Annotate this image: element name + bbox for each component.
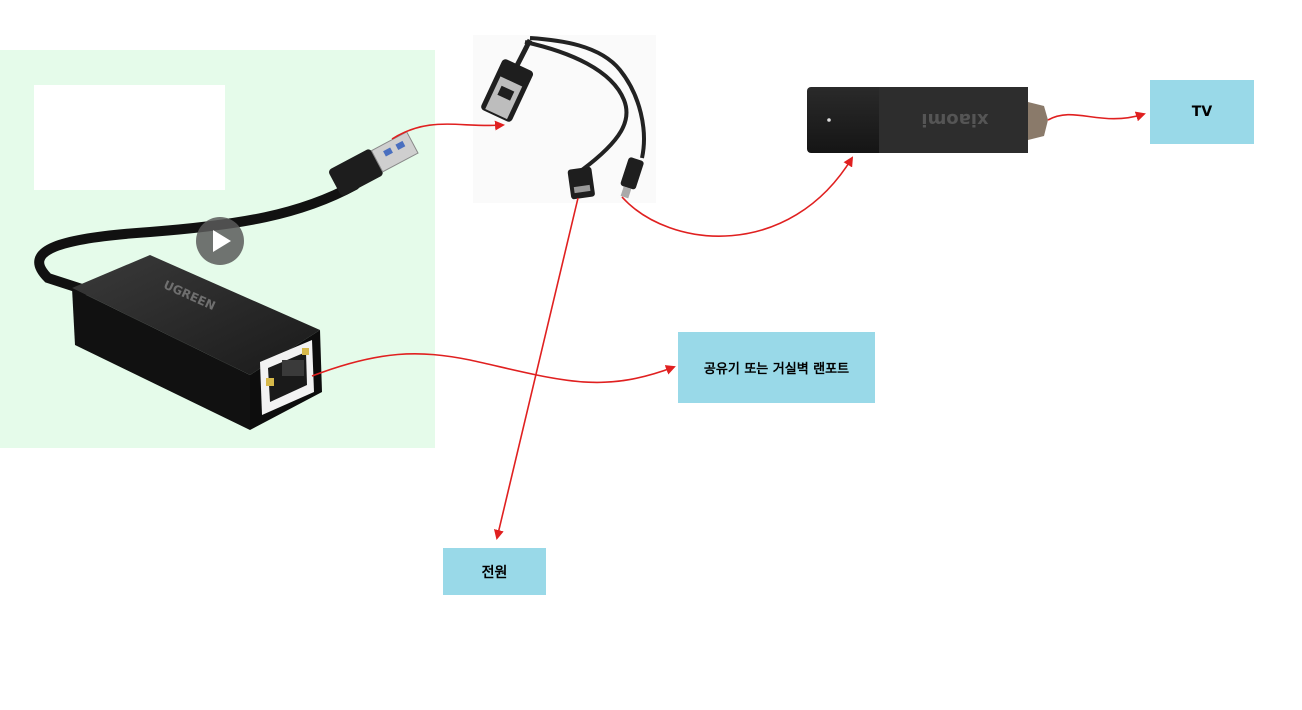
power-label: 전원 (481, 564, 508, 581)
arrow-otg-to-power (493, 197, 579, 540)
lan-port-label-box: 공유기 또는 거실벽 랜포트 (678, 332, 875, 403)
lan-port-label: 공유기 또는 거실벽 랜포트 (703, 362, 850, 377)
play-icon[interactable] (196, 217, 244, 265)
power-label-box: 전원 (443, 548, 546, 595)
stick-brand-label: xiaomi (921, 109, 988, 130)
arrow-adapter-to-lan (311, 353, 676, 384)
arrow-otg-to-stick (621, 156, 854, 237)
tv-label-box: TV (1150, 80, 1254, 144)
arrow-stick-to-tv (1047, 111, 1146, 122)
arrow-usb-to-otg (391, 120, 505, 140)
tv-label: TV (1191, 104, 1213, 120)
tv-stick-image: xiaomi (807, 87, 1048, 153)
otg-y-cable-image (473, 35, 656, 203)
usb-ethernet-adapter-image: UGREEN (0, 50, 435, 448)
